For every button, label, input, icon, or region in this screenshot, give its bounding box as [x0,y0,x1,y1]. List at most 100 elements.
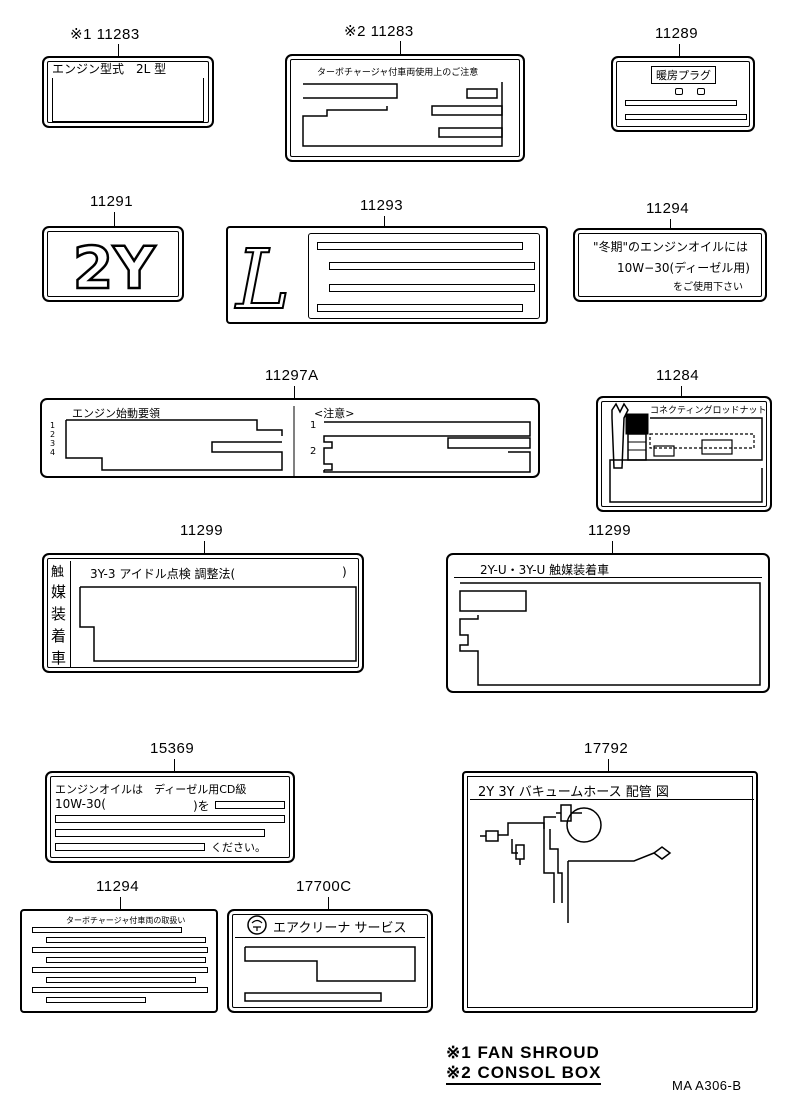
note-number: 1 [310,420,317,431]
footnote-text: FAN SHROUD [477,1043,600,1062]
label-turbo-caution: ターボチャージャ付車両使用上のご注意 [285,54,525,162]
leader-line [612,541,613,553]
part-number-11299-left: 11299 [180,522,224,539]
text-line [46,977,196,983]
title-rule [470,799,754,800]
side-char: 装 [51,605,67,623]
2y-logo: 2Y [72,233,158,304]
text-line [329,284,535,292]
part-number: 11283 [96,26,140,43]
label-text: ターボチャージャ付車両の取扱い [66,916,186,925]
step-number: 1 [50,421,56,430]
text-block-outline [244,946,416,1002]
label-air-cleaner-service: エアクリーナ サービス [227,909,433,1013]
label-text: コネクティングロッドナット [650,406,767,416]
l-logo: L [233,232,291,329]
text-line [55,843,205,851]
leader-line [294,386,295,398]
label-engine-oil-grade: エンジンオイルは ディーゼル用CD級 10W-30( )を ください。 [45,771,295,863]
label-title: 3Y-3 アイドル点検 調整法( [90,567,236,581]
leader-line [174,759,175,771]
label-winter-oil: "冬期"のエンジンオイルには 10W−30(ディーゼル用) をご使用下さい [573,228,767,302]
text-line [215,801,285,809]
leader-line [608,759,609,771]
leader-line [120,897,121,909]
text-line [329,262,535,270]
footnote-2: ※2 CONSOL BOX [446,1063,602,1085]
footnote-mark: ※1 [446,1043,472,1062]
text-line-1: エンジンオイルは ディーゼル用CD級 [55,783,247,796]
vsv-icon [485,830,499,842]
label-text: エンジン型式 2L 型 [52,62,167,76]
wrench-icon [611,402,649,469]
air-filter-icon [247,915,267,935]
text-block-outline [79,586,357,662]
text-line [625,100,737,106]
text-line-2-end: )を [193,799,210,813]
text-panel [308,233,540,319]
leader-line [118,44,119,56]
step-number: 3 [50,439,56,448]
label-title: 2Y-U・3Y-U 触媒装着車 [480,563,610,577]
text-line-2: 10W−30(ディーゼル用) [617,261,750,275]
text-line [55,829,265,837]
text-line [46,957,206,963]
label-2y-emblem: 2Y [42,226,184,304]
text-line [32,927,182,933]
text-line-2: 10W-30( [55,797,106,811]
leader-line [400,41,401,54]
title-rule [235,937,425,938]
text-line [625,114,747,120]
label-title: 2Y 3Y バキュームホース 配管 図 [478,785,669,800]
indicator-dot [697,88,705,95]
part-number-11293: 11293 [360,197,404,214]
vacuum-hose-schematic [480,804,672,923]
leader-line [681,386,682,396]
note-mark: ※1 [70,26,92,43]
part-number-11284: 11284 [656,367,700,384]
text-line-3: をご使用下さい [673,282,743,293]
part-number-17792: 17792 [584,740,629,757]
leader-line [670,219,671,228]
text-line [46,937,206,943]
label-idle-adjustment: 触 媒 装 着 車 3Y-3 アイドル点検 調整法( ) [42,553,364,673]
part-number-11283-consol-box: ※2 11283 [344,22,414,40]
part-number-11297a: 11297A [265,367,319,384]
leader-line [204,541,205,553]
step-number: 4 [50,448,56,457]
leader-line [114,212,115,226]
leader-line [679,44,680,56]
label-text: ターボチャージャ付車両使用上のご注意 [317,68,479,78]
side-char: 着 [51,627,67,645]
text-line [55,815,285,823]
note-mark: ※2 [344,23,366,40]
label-vacuum-hose-diagram: 2Y 3Y バキュームホース 配管 図 [462,771,758,1013]
blank-field [52,78,204,122]
step-number: 2 [50,430,56,439]
text-block-outline [302,82,503,147]
part-number-11289: 11289 [655,25,699,42]
part-number-11291: 11291 [90,193,134,210]
part-number-11294-turbo: 11294 [96,878,140,895]
label-glow-plug: 暖房プラグ [611,56,755,132]
footnote-text: CONSOL BOX [477,1063,602,1082]
text-line [46,997,146,1003]
label-catalyst-vehicle: 2Y-U・3Y-U 触媒装着車 [446,553,770,693]
side-char: 触 [51,565,65,580]
part-number-11299-right: 11299 [588,522,632,539]
label-turbo-handling: ターボチャージャ付車両の取扱い [20,909,218,1013]
text-line [32,947,208,953]
label-text: エアクリーナ サービス [273,921,407,936]
footnote-1: ※1 FAN SHROUD [446,1043,600,1063]
label-connecting-rod-nut: コネクティングロッドナット [596,396,772,512]
text-line [317,304,523,312]
text-block-outline [65,406,531,476]
label-engine-start-procedure: エンジン始動要領 1 2 3 4 <注意> 1 2 [40,398,540,478]
check-valve-icon [652,846,672,860]
text-line [32,967,208,973]
reference-code: MA A306-B [672,1078,742,1093]
footnote-mark: ※2 [446,1063,472,1082]
indicator-dot [675,88,683,95]
side-char: 媒 [51,583,67,601]
side-char: 車 [51,649,67,667]
